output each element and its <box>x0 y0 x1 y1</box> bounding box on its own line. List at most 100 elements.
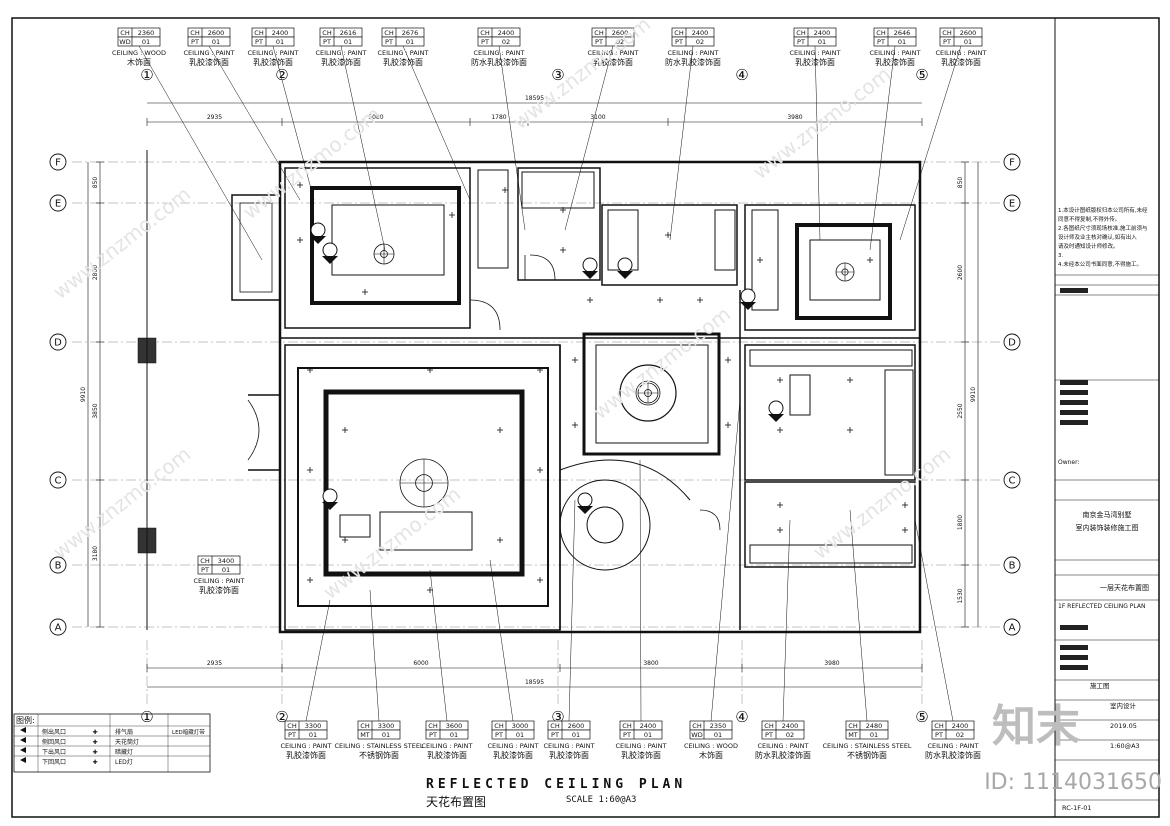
downlight-icon <box>537 367 543 373</box>
tag-mat-prefix: PT <box>288 731 296 739</box>
tag-spec: CEILING : PAINT <box>377 49 428 57</box>
watermark-site: www.znzmo.com <box>588 302 735 424</box>
dimension-label: 1530 <box>957 588 964 603</box>
legend-label: 天花筒灯 <box>115 738 139 746</box>
dimension-label: 3100 <box>590 114 605 121</box>
downlight-icon <box>725 357 731 363</box>
tag-code-prefix: CH <box>254 29 264 37</box>
floor-plan <box>137 150 922 634</box>
tag-spec: CEILING : STAINLESS STEEL <box>334 742 423 750</box>
downlight-icon <box>665 232 671 238</box>
tag-mat: 01 <box>572 731 580 739</box>
section-marker-icon <box>768 400 784 422</box>
drawing-title-cn: 天花布置图 <box>426 795 487 809</box>
downlight-icon <box>777 527 783 533</box>
grid-row-label: E <box>55 199 61 210</box>
dimension-label: 2550 <box>957 403 964 418</box>
vent-icon <box>20 747 26 753</box>
dimension-label: 3980 <box>787 114 802 121</box>
grid-col-label-bottom: ④ <box>735 708 748 726</box>
tag-cn: 木饰面 <box>127 57 151 67</box>
downlight-icon <box>537 577 543 583</box>
tag-code-prefix: CH <box>622 722 632 730</box>
tag-code: 3000 <box>512 722 529 730</box>
dimension-overall: 18595 <box>525 95 544 102</box>
tag-cn: 防水乳胶漆饰面 <box>925 750 981 760</box>
downlight-icon <box>362 289 368 295</box>
tag-spec: CEILING : PAINT <box>935 49 986 57</box>
tag-code-prefix: CH <box>480 29 490 37</box>
grid-row-label: F <box>1009 158 1015 169</box>
drawing-scale-tb: 1:60@A3 <box>1110 742 1140 750</box>
tag-mat: 01 <box>212 38 220 46</box>
tag-mat: 01 <box>382 731 390 739</box>
bedroom-1 <box>284 167 471 329</box>
watermark-site: www.znzmo.com <box>748 62 895 184</box>
tag-cn: 乳胶漆饰面 <box>427 750 467 760</box>
chandelier-icon <box>399 458 449 508</box>
grid-col-label-bottom: ⑤ <box>915 708 928 726</box>
downlight-icon <box>847 427 853 433</box>
sheet-border <box>11 17 1160 818</box>
dimension-overall: 9910 <box>80 387 87 402</box>
tag-cn: 乳胶漆饰面 <box>941 57 981 67</box>
tag-code-prefix: CH <box>876 29 886 37</box>
downlight-icon <box>342 427 348 433</box>
tag-mat-prefix: WD <box>119 38 130 46</box>
legend-label: 下回风口 <box>42 759 66 766</box>
tag-cn: 不锈钢饰面 <box>847 750 887 760</box>
tag-code: 2360 <box>138 29 155 37</box>
tag-spec: CEILING : PAINT <box>543 742 594 750</box>
tag-mat-prefix: PT <box>595 38 603 46</box>
title-block: 1.本设计图纸版权归本公司所有,未经 同意不得复制,不得外传。2.各图纸尺寸须现… <box>1055 206 1159 812</box>
watermark-id: ID: 1114031650 <box>984 770 1162 795</box>
tag-cn: 乳胶漆饰面 <box>286 750 326 760</box>
ceiling-fixtures <box>297 182 908 593</box>
tag-mat-prefix: PT <box>323 38 331 46</box>
owner-label: Owner: <box>1058 459 1080 466</box>
dimension-label: 3850 <box>92 403 99 418</box>
downlight-icon <box>307 577 313 583</box>
legend-symbol-icon: ✚ <box>92 749 97 756</box>
tag-code-prefix: CH <box>190 29 200 37</box>
tag-mat: 02 <box>696 38 704 46</box>
tag-mat: 01 <box>898 38 906 46</box>
downlight-icon <box>342 537 348 543</box>
tag-code: 3300 <box>305 722 322 730</box>
tag-code-prefix: CH <box>594 29 604 37</box>
dimension-label: 1800 <box>957 515 964 530</box>
tag-code: 2646 <box>894 29 911 37</box>
section-marker-icon <box>322 242 338 264</box>
downlight-icon <box>697 297 703 303</box>
dimension-label: 850 <box>957 177 964 189</box>
tag-code: 2400 <box>952 722 969 730</box>
legend: 图例: 侧出风口✚排气扇侧回风口✚天花筒灯下出风口✚暗藏灯下回风口✚LED灯LE… <box>13 713 211 773</box>
tag-spec: CEILING : PAINT <box>615 742 666 750</box>
note-line: 4.未经本公司书面同意,不得施工。 <box>1058 260 1142 268</box>
grid-row-label: F <box>55 158 61 169</box>
dimension-label: 2800 <box>92 265 99 280</box>
section-marker-icon <box>577 492 593 514</box>
tag-mat: 01 <box>818 38 826 46</box>
project-subtitle-cn: 室内装饰装修施工图 <box>1076 523 1139 532</box>
tag-code-prefix: CH <box>322 29 332 37</box>
vent-icon <box>20 737 26 743</box>
tag-cn: 乳胶漆饰面 <box>621 750 661 760</box>
downlight-icon <box>449 212 455 218</box>
tag-code-prefix: CH <box>848 722 858 730</box>
tag-code: 3300 <box>378 722 395 730</box>
tag-code-prefix: CH <box>200 557 210 565</box>
grid-bubble-row-C-right: C <box>1003 471 1021 489</box>
legend-label: 排气扇 <box>115 728 133 736</box>
tag-cn: 乳胶漆饰面 <box>795 57 835 67</box>
tag-spec: CEILING : STAINLESS STEEL <box>822 742 911 750</box>
downlight-icon <box>587 297 593 303</box>
downlight-icon <box>307 367 313 373</box>
grid-bubble-row-D-right: D <box>1003 333 1021 351</box>
